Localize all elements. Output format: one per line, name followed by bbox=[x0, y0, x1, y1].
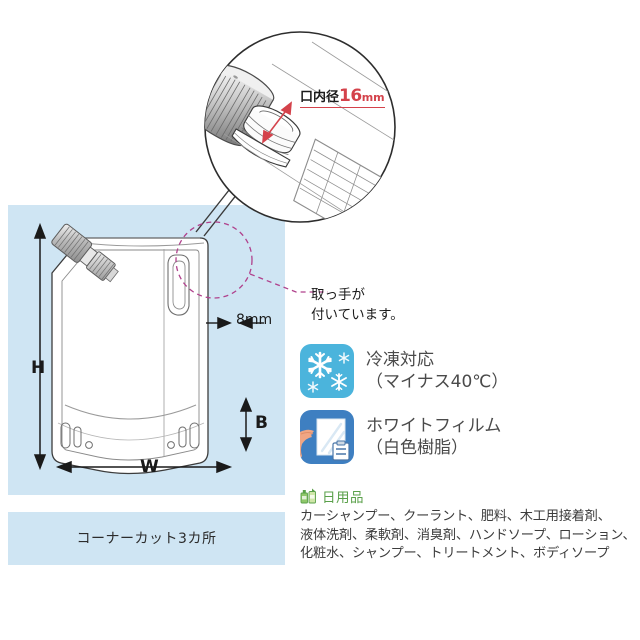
dimension-label-h: H bbox=[31, 358, 46, 378]
mouth-diameter-unit: mm bbox=[361, 91, 385, 104]
dimension-lines bbox=[33, 222, 264, 474]
usage-section: 日用品 カーシャンプー、クーラント、肥料、木工用接着剤、 液体洗剤、柔軟剤、消臭… bbox=[300, 486, 636, 564]
feature-freeze-label: 冷凍対応 （マイナス40℃） bbox=[366, 349, 509, 392]
handle-callout-text: 取っ手が 付いています。 bbox=[311, 287, 404, 323]
spout-cap bbox=[51, 223, 119, 283]
seal-width-label: 8mm bbox=[236, 312, 273, 328]
corner-cut-caption-panel bbox=[8, 512, 285, 565]
mouth-diameter-label: 口内径16mm bbox=[300, 88, 385, 108]
dimension-label-b: B bbox=[255, 413, 268, 433]
mouth-diameter-text: 口内径 bbox=[300, 90, 340, 105]
dimension-label-w: W bbox=[140, 457, 159, 477]
corner-cut-marks-right bbox=[167, 422, 200, 449]
bottom-gusset-fold bbox=[64, 404, 197, 420]
usage-items: カーシャンプー、クーラント、肥料、木工用接着剤、 液体洗剤、柔軟剤、消臭剤、ハン… bbox=[300, 509, 636, 562]
toiletry-bottles-icon bbox=[300, 488, 316, 504]
white-film-icon bbox=[300, 410, 354, 464]
usage-heading: 日用品 bbox=[300, 486, 636, 506]
feature-white-film-label: ホワイトフィルム （白色樹脂） bbox=[366, 415, 502, 458]
usage-title: 日用品 bbox=[322, 490, 364, 506]
feature-freeze-resistant: 冷凍対応 （マイナス40℃） bbox=[300, 344, 508, 398]
handle-cutout bbox=[167, 254, 190, 316]
pouch-inner-seal bbox=[61, 249, 200, 461]
cap-magnifier-detail bbox=[195, 31, 396, 237]
mouth-diameter-arrows bbox=[262, 101, 292, 144]
feature-white-film: ホワイトフィルム （白色樹脂） bbox=[300, 410, 501, 464]
corner-cut-marks-left bbox=[60, 422, 93, 449]
corner-cut-caption-text: コーナーカット3カ所 bbox=[76, 531, 217, 547]
pouch-drawing bbox=[51, 223, 209, 475]
mouth-diameter-value: 16 bbox=[339, 86, 362, 106]
snowflake-icon bbox=[300, 344, 354, 398]
handle-callout-leader bbox=[175, 221, 328, 299]
